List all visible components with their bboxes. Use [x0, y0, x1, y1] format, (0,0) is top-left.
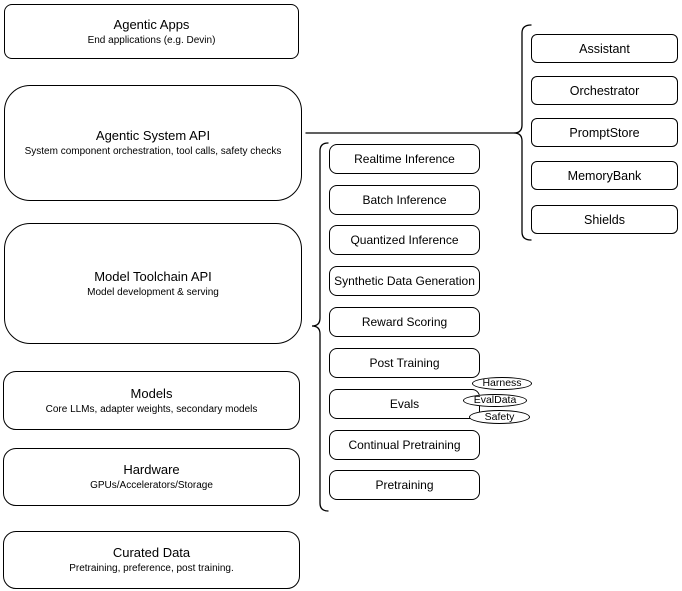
node-shields: Shields: [531, 205, 678, 234]
tag-label: Harness: [482, 377, 522, 390]
node-assistant: Assistant: [531, 34, 678, 63]
node-memorybank: MemoryBank: [531, 161, 678, 190]
node-title: Hardware: [123, 462, 180, 477]
node-promptstore: PromptStore: [531, 118, 678, 147]
node-label: Continual Pretraining: [348, 438, 461, 452]
node-title: Models: [130, 385, 173, 401]
node-subtitle: Core LLMs, adapter weights, secondary mo…: [45, 403, 258, 415]
tag-harness: Harness: [472, 377, 532, 390]
node-agentic-system-api: Agentic System API System component orch…: [4, 85, 302, 201]
node-continual-pretraining: Continual Pretraining: [329, 430, 480, 460]
node-agentic-apps: Agentic Apps End applications (e.g. Devi…: [4, 4, 299, 59]
node-synthetic-data-generation: Synthetic Data Generation: [329, 266, 480, 296]
tag-safety: Safety: [469, 410, 530, 424]
node-label: Reward Scoring: [361, 315, 448, 329]
node-label: PromptStore: [569, 125, 640, 140]
node-quantized-inference: Quantized Inference: [329, 225, 480, 255]
node-label: Synthetic Data Generation: [334, 274, 475, 288]
tag-evaldata: EvalData: [463, 394, 527, 407]
node-label: Realtime Inference: [354, 152, 455, 166]
node-label: Evals: [389, 397, 420, 411]
node-models: Models Core LLMs, adapter weights, secon…: [3, 371, 300, 430]
node-pretraining: Pretraining: [329, 470, 480, 500]
node-realtime-inference: Realtime Inference: [329, 144, 480, 174]
node-title: Agentic System API: [95, 128, 211, 143]
node-post-training: Post Training: [329, 348, 480, 378]
toolchain-brace: [311, 142, 329, 512]
node-title: Model Toolchain API: [94, 268, 212, 284]
node-subtitle: Pretraining, preference, post training.: [69, 563, 234, 574]
node-title: Agentic Apps: [113, 16, 190, 32]
node-label: Assistant: [579, 41, 630, 56]
node-label: Post Training: [369, 356, 440, 370]
node-subtitle: End applications (e.g. Devin): [87, 34, 216, 46]
node-label: Shields: [584, 212, 625, 227]
node-label: Pretraining: [375, 478, 434, 492]
node-subtitle: GPUs/Accelerators/Storage: [90, 480, 213, 491]
node-reward-scoring: Reward Scoring: [329, 307, 480, 337]
node-orchestrator: Orchestrator: [531, 76, 678, 105]
node-title: Curated Data: [112, 545, 191, 560]
node-curated-data: Curated Data Pretraining, preference, po…: [3, 531, 300, 589]
node-evals: Evals: [329, 389, 480, 419]
node-label: Quantized Inference: [350, 233, 459, 247]
system-components-brace: [513, 24, 532, 241]
node-batch-inference: Batch Inference: [329, 185, 480, 215]
node-label: MemoryBank: [567, 168, 642, 183]
node-hardware: Hardware GPUs/Accelerators/Storage: [3, 448, 300, 506]
node-model-toolchain-api: Model Toolchain API Model development & …: [4, 223, 302, 344]
node-subtitle: System component orchestration, tool cal…: [24, 146, 282, 157]
tag-label: EvalData: [473, 394, 517, 407]
node-label: Batch Inference: [362, 193, 447, 207]
node-label: Orchestrator: [569, 83, 640, 98]
tag-label: Safety: [484, 410, 515, 423]
node-subtitle: Model development & serving: [87, 286, 219, 298]
